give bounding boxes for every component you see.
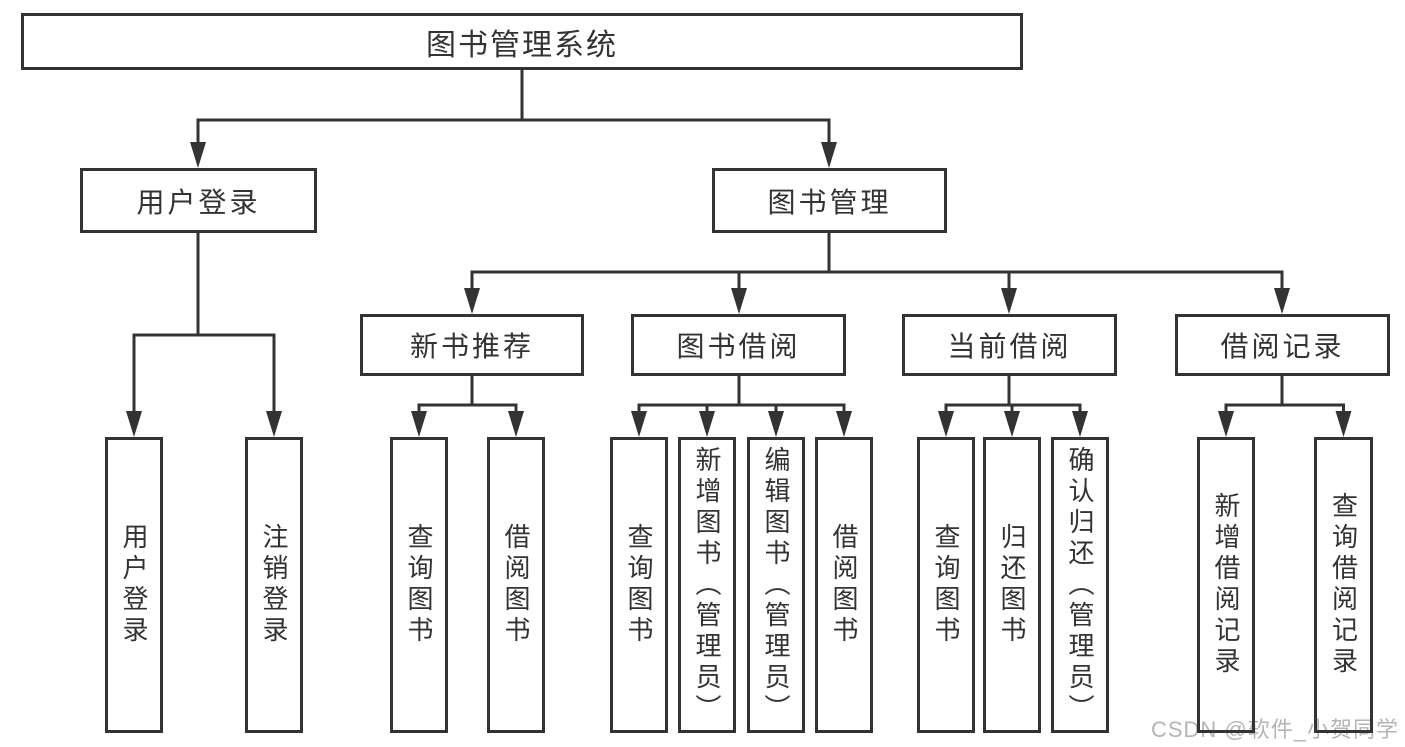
node-user-login-branch: 用户登录 xyxy=(80,168,317,233)
leaf-logout: 注销登录 xyxy=(245,437,303,733)
node-book-borrowing: 图书借阅 xyxy=(631,314,846,376)
node-label: 图书管理 xyxy=(767,186,892,218)
node-label: 用户登录 xyxy=(119,523,149,647)
leaf-edit-books-admin: 编辑图书（管理员） xyxy=(747,437,805,733)
arrowheads xyxy=(126,142,1352,437)
node-label: 新增图书（管理员） xyxy=(692,445,722,725)
node-label: 确认归还（管理员） xyxy=(1065,445,1095,725)
leaf-borrow-books: 借阅图书 xyxy=(815,437,873,733)
node-new-book-recommendation: 新书推荐 xyxy=(360,314,584,376)
leaf-query-books: 查询图书 xyxy=(917,437,975,733)
node-label: 新增借阅记录 xyxy=(1211,492,1241,678)
node-label: 借阅图书 xyxy=(829,523,859,647)
tree-edges xyxy=(132,70,1345,415)
node-book-management-branch: 图书管理 xyxy=(712,168,947,233)
node-label: 图书借阅 xyxy=(676,331,801,362)
leaf-borrow-books: 借阅图书 xyxy=(487,437,545,733)
leaf-query-books: 查询图书 xyxy=(390,437,448,733)
node-label: 当前借阅 xyxy=(947,331,1072,362)
leaf-query-books: 查询图书 xyxy=(610,437,668,733)
node-label: 归还图书 xyxy=(997,523,1027,647)
node-label: 编辑图书（管理员） xyxy=(761,445,791,725)
leaf-return-books: 归还图书 xyxy=(983,437,1041,733)
node-label: 查询图书 xyxy=(931,523,961,647)
node-label: 新书推荐 xyxy=(409,331,534,362)
leaf-add-books-admin: 新增图书（管理员） xyxy=(678,437,736,733)
leaf-confirm-return-admin: 确认归还（管理员） xyxy=(1051,437,1109,733)
node-borrowing-records: 借阅记录 xyxy=(1175,314,1390,376)
node-root-library-system: 图书管理系统 xyxy=(21,13,1023,70)
node-label: 图书管理系统 xyxy=(426,28,618,62)
node-label: 查询图书 xyxy=(624,523,654,647)
node-label: 注销登录 xyxy=(259,523,289,647)
node-current-borrowing: 当前借阅 xyxy=(902,314,1117,376)
node-label: 用户登录 xyxy=(136,186,261,218)
node-label: 查询借阅记录 xyxy=(1328,492,1359,678)
node-label: 查询图书 xyxy=(404,523,434,647)
leaf-add-borrow-record: 新增借阅记录 xyxy=(1197,437,1255,733)
leaf-user-login: 用户登录 xyxy=(105,437,163,733)
node-label: 借阅记录 xyxy=(1220,331,1345,362)
leaf-query-borrow-record: 查询借阅记录 xyxy=(1314,437,1373,733)
csdn-watermark: CSDN @软件_小贺同学 xyxy=(1150,717,1399,742)
node-label: 借阅图书 xyxy=(501,523,531,647)
